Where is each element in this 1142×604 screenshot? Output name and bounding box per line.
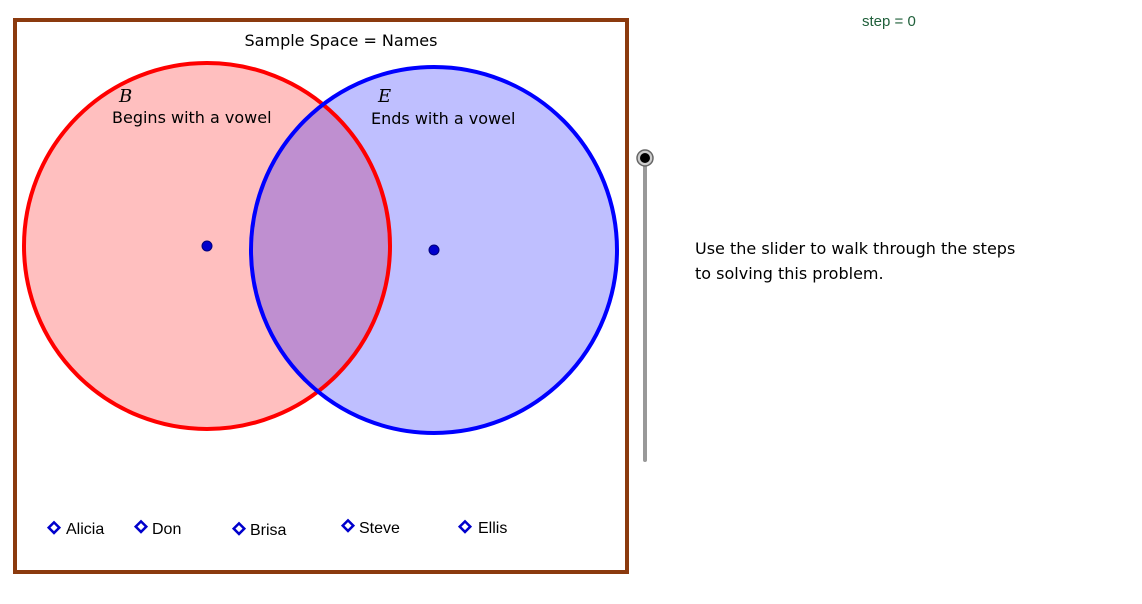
name-item-brisa[interactable]: Brisa bbox=[231, 521, 287, 539]
diamond-icon[interactable] bbox=[340, 518, 356, 533]
diamond-icon[interactable] bbox=[457, 519, 473, 534]
instructions-line-1: Use the slider to walk through the steps bbox=[695, 239, 1016, 258]
name-item-ellis[interactable]: Ellis bbox=[457, 519, 508, 537]
sample-space-title: Sample Space = Names bbox=[245, 31, 438, 50]
sample-space-box bbox=[13, 18, 629, 574]
diamond-icon[interactable] bbox=[46, 520, 62, 535]
diamond-icon[interactable] bbox=[133, 519, 149, 534]
circle-b-outline[interactable] bbox=[22, 61, 392, 431]
circle-e-outline[interactable] bbox=[249, 65, 619, 435]
name-item-alicia[interactable]: Alicia bbox=[46, 520, 105, 538]
name-label: Brisa bbox=[250, 522, 287, 539]
intersection-region[interactable] bbox=[251, 67, 617, 433]
circle-b-center-dot-icon[interactable] bbox=[201, 240, 213, 252]
instructions-text: Use the slider to walk through the steps… bbox=[695, 236, 1055, 286]
name-label: Ellis bbox=[478, 520, 507, 537]
diamond-icon[interactable] bbox=[231, 521, 247, 536]
step-slider[interactable] bbox=[636, 149, 654, 462]
name-label: Steve bbox=[359, 520, 400, 537]
name-item-don[interactable]: Don bbox=[133, 519, 182, 538]
name-label: Don bbox=[152, 521, 181, 538]
set-e-description: Ends with a vowel bbox=[371, 109, 515, 128]
set-b-description: Begins with a vowel bbox=[112, 108, 272, 127]
step-value-label: step = 0 bbox=[862, 13, 916, 30]
circle-e-center-dot-icon[interactable] bbox=[428, 244, 440, 256]
set-b-letter: B bbox=[118, 86, 132, 107]
instructions-line-2: to solving this problem. bbox=[695, 264, 884, 283]
name-label: Alicia bbox=[66, 521, 104, 538]
slider-handle-icon[interactable] bbox=[640, 153, 650, 163]
name-item-steve[interactable]: Steve bbox=[340, 518, 400, 537]
set-e-letter: E bbox=[377, 86, 391, 107]
